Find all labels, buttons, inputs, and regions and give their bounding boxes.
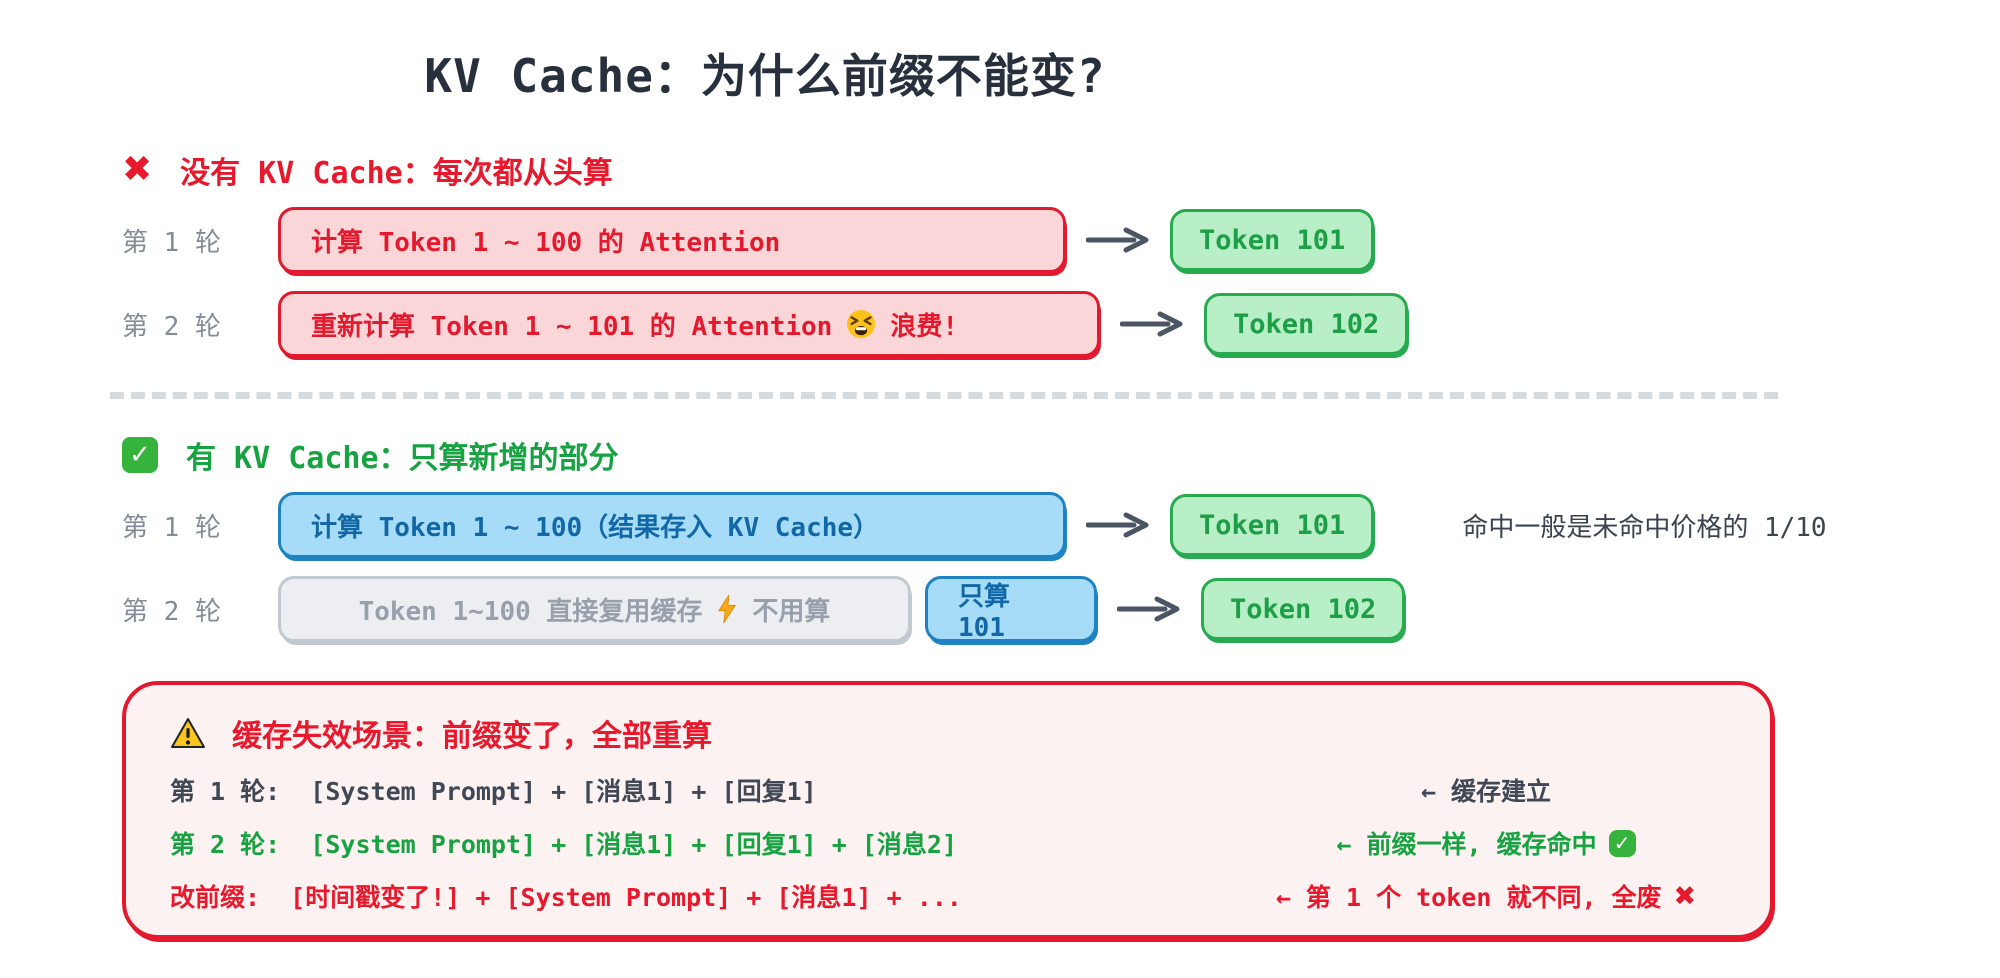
- flow-arrow-icon: [1120, 311, 1183, 337]
- green-check-icon: ✓: [1608, 829, 1636, 857]
- warning-row-2-annotation: ← 前缀一样, 缓存命中: [1336, 830, 1597, 859]
- token-101-box: Token 101: [1170, 209, 1375, 271]
- compute-101-box: 只算 101: [925, 576, 1097, 643]
- token-102-text: Token 102: [1230, 593, 1377, 625]
- warning-row-1: 第 1 轮: [System Prompt] + [消息1] + [回复1] ←…: [170, 772, 1726, 808]
- no-cache-round2-row: 第 2 轮 重新计算 Token 1 ~ 101 的 Attention 浪费!…: [122, 288, 2000, 360]
- red-cross-icon: ✖: [1673, 880, 1697, 912]
- warning-icon: [171, 717, 205, 748]
- warning-row-2: 第 2 轮: [System Prompt] + [消息1] + [回复1] +…: [170, 825, 1726, 861]
- section-with-cache-header: ✓ 有 KV Cache：只算新增的部分: [122, 433, 2000, 477]
- flow-arrow-icon: [1117, 596, 1180, 622]
- token-102-text: Token 102: [1233, 308, 1380, 340]
- no-cache-round1-row: 第 1 轮 计算 Token 1 ~ 100 的 Attention Token…: [122, 204, 2000, 276]
- cache-reuse-box: Token 1~100 直接复用缓存 不用算: [278, 576, 911, 642]
- cache-invalidation-warning-box: 缓存失效场景：前缀变了，全部重算 第 1 轮: [System Prompt] …: [122, 681, 1774, 939]
- price-note: 命中一般是未命中价格的 1/10: [1462, 512, 1827, 543]
- round1-label: 第 1 轮: [122, 227, 221, 258]
- token-102-box: Token 102: [1201, 578, 1406, 640]
- with-cache-round1-box-text: 计算 Token 1 ~ 100（结果存入 KV Cache）: [311, 512, 880, 543]
- warning-row-3-annotation: ← 第 1 个 token 就不同, 全废: [1275, 883, 1662, 912]
- warning-header: 缓存失效场景：前缀变了，全部重算: [170, 711, 1726, 755]
- with-cache-round2-row: 第 2 轮 Token 1~100 直接复用缓存 不用算 只算 101 Toke…: [122, 573, 2000, 645]
- with-cache-round1-row: 第 1 轮 计算 Token 1 ~ 100（结果存入 KV Cache） To…: [122, 489, 2000, 561]
- warning-row-1-annotation: ← 缓存建立: [1420, 777, 1552, 806]
- flow-arrow-icon: [1086, 227, 1149, 253]
- page-title: KV Cache：为什么前缀不能变?: [424, 49, 1106, 103]
- warning-row-3: 改前缀: [时间戳变了!] + [System Prompt] + [消息1] …: [170, 878, 1726, 914]
- warning-heading: 缓存失效场景：前缀变了，全部重算: [232, 719, 712, 754]
- token-102-box: Token 102: [1204, 293, 1409, 355]
- token-101-text: Token 101: [1199, 509, 1346, 541]
- section-with-cache-heading: 有 KV Cache：只算新增的部分: [186, 441, 619, 476]
- token-101-box: Token 101: [1170, 494, 1375, 556]
- warning-row-1-right: ← 缓存建立: [1246, 772, 1726, 808]
- section-no-cache-header: ✖ 没有 KV Cache：每次都从头算: [122, 148, 2000, 192]
- warning-row-3-right: ← 第 1 个 token 就不同, 全废 ✖: [1246, 878, 1726, 914]
- dashed-divider: [110, 392, 1778, 399]
- warning-row-2-left: 第 2 轮: [System Prompt] + [消息1] + [回复1] +…: [170, 830, 958, 859]
- no-cache-round1-box-text: 计算 Token 1 ~ 100 的 Attention: [311, 227, 781, 258]
- round2-label: 第 2 轮: [122, 311, 221, 342]
- token-101-text: Token 101: [1199, 224, 1346, 256]
- cache-reuse-suffix: 不用算: [752, 596, 831, 627]
- section-no-cache-heading: 没有 KV Cache：每次都从头算: [180, 156, 613, 191]
- no-cache-round2-box-suffix: 浪费!: [890, 311, 958, 342]
- green-check-icon: ✓: [122, 437, 158, 473]
- warning-row-1-left: 第 1 轮: [System Prompt] + [消息1] + [回复1]: [170, 777, 817, 806]
- cache-reuse-text: Token 1~100 直接复用缓存: [358, 596, 703, 627]
- compute-101-text: 只算 101: [958, 581, 1026, 643]
- red-cross-icon: ✖: [122, 149, 153, 190]
- flow-arrow-icon: [1086, 512, 1149, 538]
- lightning-icon: [718, 594, 737, 624]
- round1-label: 第 1 轮: [122, 512, 221, 543]
- weary-face-emoji-icon: [847, 309, 876, 339]
- no-cache-round2-box-text: 重新计算 Token 1 ~ 101 的 Attention: [311, 311, 833, 342]
- with-cache-round1-box: 计算 Token 1 ~ 100（结果存入 KV Cache）: [278, 492, 1066, 558]
- no-cache-round1-box: 计算 Token 1 ~ 100 的 Attention: [278, 207, 1066, 273]
- warning-row-3-left: 改前缀: [时间戳变了!] + [System Prompt] + [消息1] …: [170, 883, 962, 912]
- no-cache-round2-box: 重新计算 Token 1 ~ 101 的 Attention 浪费!: [278, 291, 1100, 357]
- round2-label: 第 2 轮: [122, 596, 221, 627]
- kv-cache-diagram: KV Cache：为什么前缀不能变? ✖ 没有 KV Cache：每次都从头算 …: [0, 40, 2000, 978]
- warning-row-2-right: ← 前缀一样, 缓存命中 ✓: [1246, 825, 1726, 861]
